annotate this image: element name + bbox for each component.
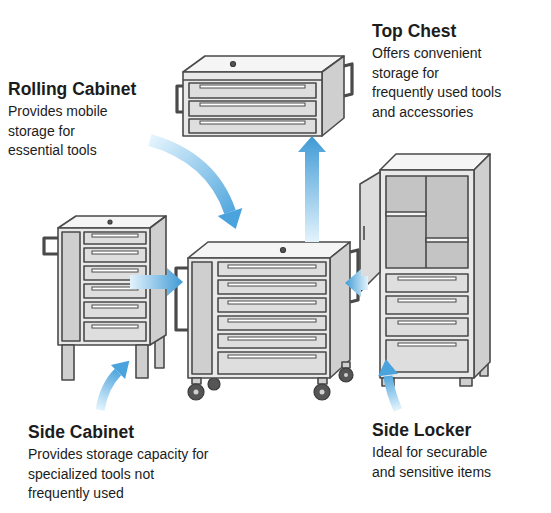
- flow-arrow: [345, 269, 368, 297]
- side-cabinet-drawing: [44, 216, 166, 380]
- caption-block: Top ChestOffers convenient storage for f…: [372, 20, 503, 122]
- caption-block: Rolling CabinetProvides mobile storage f…: [8, 78, 136, 161]
- cabinet-node: Side CabinetProvides storage capacity fo…: [42, 216, 130, 382]
- leader-arrow: [388, 376, 398, 410]
- cabinet-node: Top ChestOffers convenient storage for f…: [183, 56, 348, 136]
- flow-arrow: [298, 136, 326, 242]
- cabinet-node: Side LockerIdeal for securable and sensi…: [368, 152, 490, 385]
- component-description: Provides mobile storage for essential to…: [8, 102, 123, 161]
- caption-block: Side CabinetProvides storage capacity fo…: [28, 421, 214, 504]
- component-description: Ideal for securable and sensitive items: [372, 443, 502, 482]
- rolling-cabinet-drawing: [176, 242, 358, 400]
- component-heading: Side Cabinet: [28, 421, 214, 443]
- leader-arrow-head: [111, 361, 129, 379]
- caption-block: Side LockerIdeal for securable and sensi…: [372, 419, 502, 482]
- side-locker-drawing: [360, 154, 490, 386]
- leader-arrow-head: [378, 359, 398, 376]
- component-heading: Rolling Cabinet: [8, 78, 136, 100]
- cabinet-node: Rolling CabinetProvides mobile storage f…: [183, 242, 345, 402]
- flow-arrow: [130, 268, 183, 296]
- component-heading: Side Locker: [372, 419, 502, 441]
- component-description: Provides storage capacity for specialize…: [28, 445, 214, 504]
- component-description: Offers convenient storage for frequently…: [372, 44, 503, 122]
- leader-arrow: [100, 372, 118, 410]
- leader-arrow-head: [218, 208, 243, 229]
- top-chest-drawing: [177, 56, 352, 136]
- leader-arrow: [150, 140, 230, 212]
- component-heading: Top Chest: [372, 20, 503, 42]
